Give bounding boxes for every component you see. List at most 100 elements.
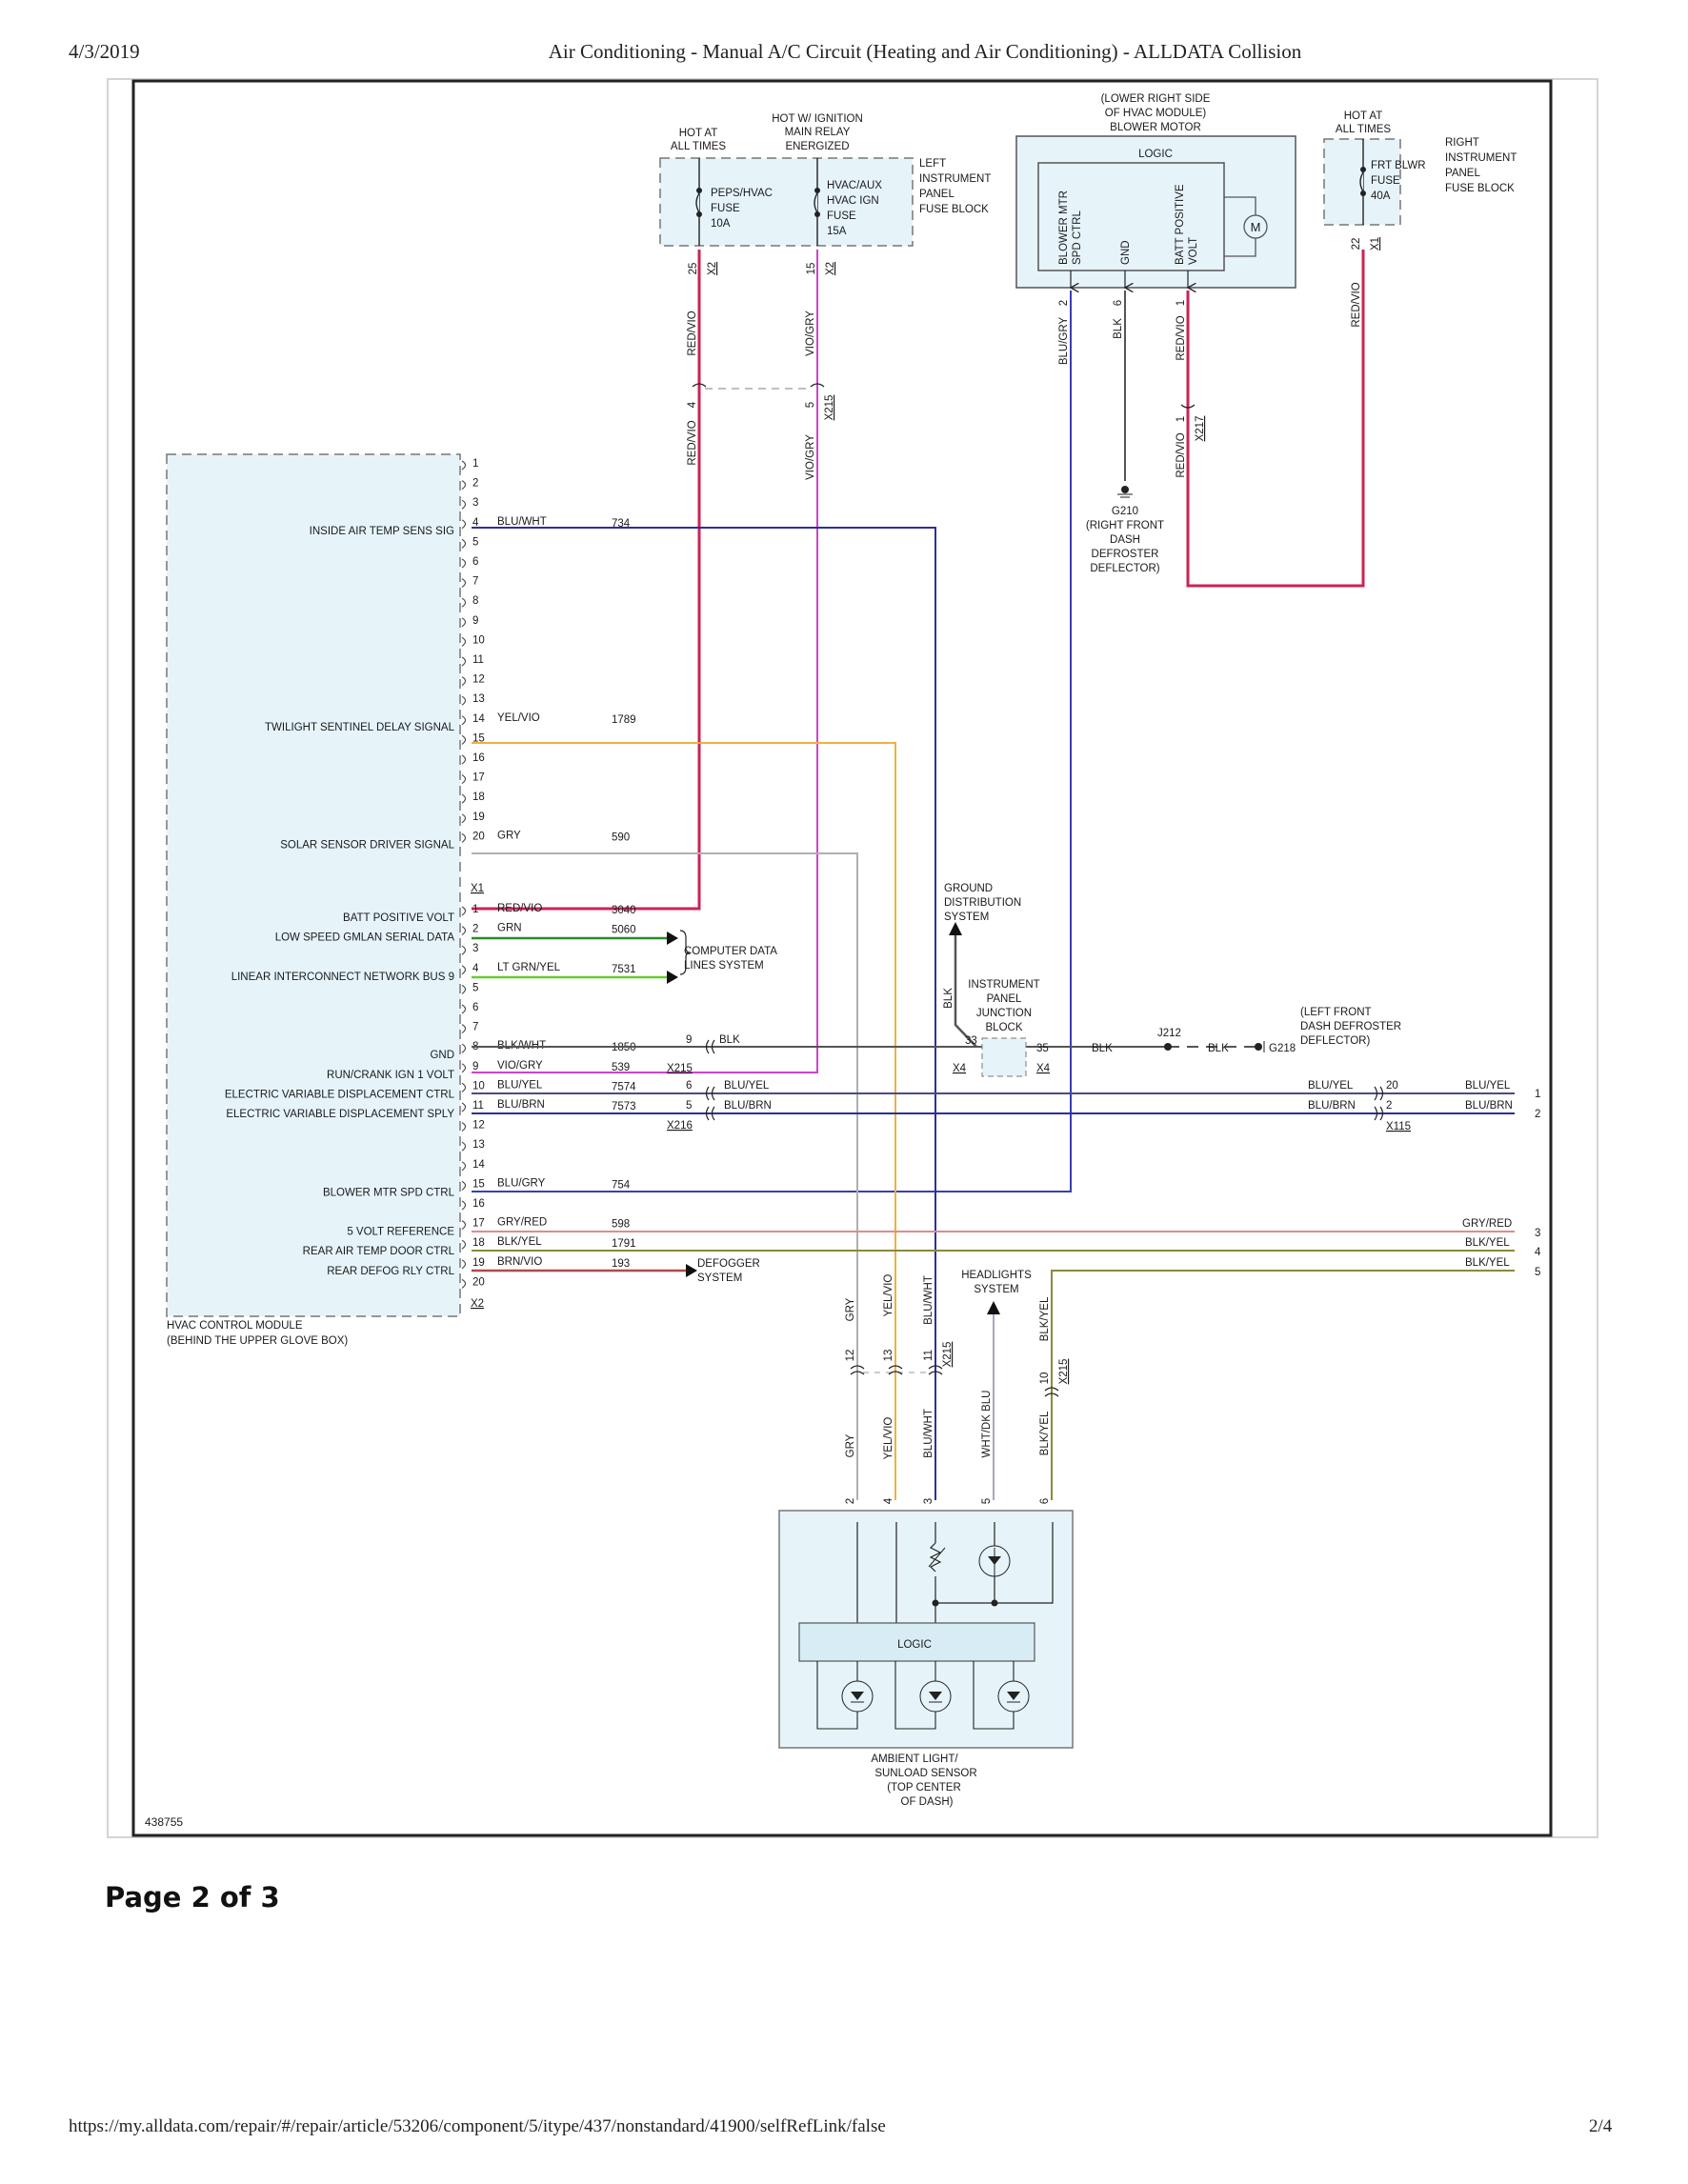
right-fuse-source-l2: ALL TIMES xyxy=(1336,124,1391,135)
pin-function: SOLAR SENSOR DRIVER SIGNAL xyxy=(280,839,454,851)
connector-icon xyxy=(705,1086,715,1121)
circuit-number: 193 xyxy=(612,1258,630,1270)
pin-row: 13 xyxy=(461,1139,485,1152)
pin-row: 8GNDBLK/WHT1850 xyxy=(430,1040,635,1061)
wire-blu-wht-734 xyxy=(472,527,936,1500)
sensor-pin: 4 xyxy=(883,1497,894,1504)
connector-cavity-icon xyxy=(461,715,467,726)
connector-cavity-icon xyxy=(461,1180,467,1191)
motor-icon xyxy=(1243,214,1268,239)
print-title: Air Conditioning - Manual A/C Circuit (H… xyxy=(548,40,1302,63)
right-fuse-label: 40A xyxy=(1371,190,1391,202)
right-fuse-label: FRT BLWR xyxy=(1371,160,1426,171)
g210-loc: DEFLECTOR) xyxy=(1090,563,1159,574)
photodiode-icon xyxy=(973,1661,1030,1730)
pin-number: 16 xyxy=(472,752,485,764)
wire-label: VIO/GRY xyxy=(805,434,816,480)
wire-color: BLU/BRN xyxy=(497,1099,545,1111)
g218-loc: DASH DEFROSTER xyxy=(1300,1021,1401,1032)
wire-label: BLK xyxy=(1113,318,1124,339)
pin-function: GND xyxy=(430,1050,454,1061)
wire-gry-red-598: GRY/RED 3 xyxy=(472,1218,1540,1239)
computer-data-lines-l1: COMPUTER DATA xyxy=(684,946,777,957)
wire-label: BLU/YEL xyxy=(1465,1080,1511,1092)
wire-vio-gry-539: VIO/GRY VIO/GRY 5 X215 xyxy=(472,250,835,1073)
pin-row: 3 xyxy=(461,943,478,955)
circuit-number: 5060 xyxy=(612,925,636,936)
g210-id: G210 xyxy=(1112,506,1138,517)
fuse2-source-l3: ENERGIZED xyxy=(785,141,849,152)
x215-conn: X215 xyxy=(1058,1359,1070,1385)
splice-dot xyxy=(1164,1043,1172,1051)
pin-function: ELECTRIC VARIABLE DISPLACEMENT CTRL xyxy=(225,1089,455,1100)
wire-color: BLK/YEL xyxy=(497,1236,542,1248)
wire-blk-yel-sensor: BLK/YEL 5 xyxy=(1051,1257,1540,1500)
pin-number: 14 xyxy=(472,713,485,725)
circuit-number: 1791 xyxy=(612,1238,636,1250)
x215-pin: 9 xyxy=(686,1034,692,1046)
sensor-pin: 6 xyxy=(1039,1498,1051,1504)
page-heading: Page 2 of 3 xyxy=(105,1881,280,1914)
fuse2-label-l1: HVAC/AUX xyxy=(827,180,882,191)
page-count: 2/4 xyxy=(1589,2116,1613,2136)
g210-loc: DEFROSTER xyxy=(1092,549,1159,560)
pin-number: 8 xyxy=(472,595,478,607)
x1-conn-label: X1 xyxy=(471,883,484,894)
pin-row: 19 xyxy=(461,811,485,824)
connector-icon xyxy=(705,1039,715,1054)
pin-number: 11 xyxy=(472,1100,484,1112)
connector-cavity-icon xyxy=(461,1239,467,1250)
page-url[interactable]: https://my.alldata.com/repair/#/repair/a… xyxy=(69,2116,886,2136)
wire-label: BLK xyxy=(1208,1043,1229,1054)
wire-color: GRY/RED xyxy=(497,1217,547,1229)
connector-cavity-icon xyxy=(461,1259,467,1270)
connector-cavity-icon xyxy=(461,480,467,491)
headlights-label: HEADLIGHTS xyxy=(961,1270,1032,1281)
wire-label: GRY xyxy=(845,1433,856,1457)
pin-number: 11 xyxy=(472,654,484,666)
blower-pin: 1 xyxy=(1176,300,1187,306)
connector-cavity-icon xyxy=(461,1004,467,1014)
headlights-label: SYSTEM xyxy=(974,1284,1018,1295)
page-ref: 3 xyxy=(1535,1228,1540,1239)
pin-number: 13 xyxy=(472,693,485,705)
connector-cavity-icon xyxy=(461,460,467,471)
pin-number: 19 xyxy=(472,1257,485,1269)
connector-cavity-icon xyxy=(461,813,467,824)
wire-gry-590 xyxy=(472,852,858,1500)
fuse2-label-l4: 15A xyxy=(827,226,847,237)
connector-cavity-icon xyxy=(461,1063,467,1073)
pin-row: 12 xyxy=(461,674,485,687)
pin-row: 20 xyxy=(461,1276,485,1289)
ip-jb-label: BLOCK xyxy=(986,1022,1023,1033)
fuse1-conn: X2 xyxy=(707,262,718,275)
pin-number: 18 xyxy=(472,1237,485,1249)
right-fuse-source-l1: HOT AT xyxy=(1344,110,1382,122)
connector-cavity-icon xyxy=(461,676,467,687)
circuit-number: 3040 xyxy=(612,905,636,916)
thermistor-icon xyxy=(929,1542,942,1573)
pin-row: 1 xyxy=(461,458,478,471)
hvac-module-label: HVAC CONTROL MODULE xyxy=(167,1320,303,1332)
x115-conn: X115 xyxy=(1386,1121,1411,1132)
x215-pin: 11 xyxy=(923,1350,934,1361)
connector-icon xyxy=(850,1365,1059,1397)
ambient-light-sunload-sensor: 2 4 3 5 6 LOGIC AMBIENT LIGHT/ SUNLOAD S… xyxy=(778,1497,1074,1808)
pin-number: 6 xyxy=(472,1002,478,1013)
left-fuse-block-label-l2: INSTRUMENT xyxy=(919,173,991,185)
connector-cavity-icon xyxy=(461,1082,467,1092)
arrow-icon xyxy=(987,1301,1000,1314)
pin-function: REAR DEFOG RLY CTRL xyxy=(327,1266,454,1277)
wire-yel-vio-1789 xyxy=(472,742,896,1500)
wire-blk-yel-1791: BLK/YEL 4 xyxy=(472,1237,1541,1258)
x115-pin: 20 xyxy=(1386,1080,1398,1092)
x215-conn: X215 xyxy=(667,1063,693,1074)
pin-function: 5 VOLT REFERENCE xyxy=(347,1227,454,1238)
x216-conn: X216 xyxy=(667,1120,693,1132)
